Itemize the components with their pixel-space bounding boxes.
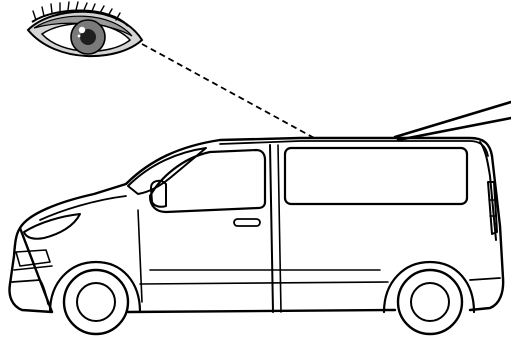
eyelashes <box>32 1 121 21</box>
van-rocker-line <box>139 281 389 285</box>
van-rear-wheel-arch <box>382 260 476 314</box>
sightline <box>141 43 317 140</box>
van-rear-pillar <box>479 141 497 241</box>
van-grille <box>15 249 51 267</box>
eye-pupil <box>80 29 96 45</box>
van-body-outline <box>8 136 505 314</box>
van-rear-side-window <box>283 146 469 206</box>
van-door-handle <box>233 218 261 227</box>
van-front-door-seam <box>269 144 274 313</box>
van-sliding-door-seam <box>277 144 282 313</box>
van-front-window <box>148 148 267 214</box>
eyelash-base <box>31 9 129 27</box>
van <box>8 136 505 314</box>
eye-highlight <box>78 26 86 34</box>
van-side-mirror <box>150 179 167 208</box>
roof-beam <box>393 100 511 142</box>
eye-highlight-small <box>77 34 81 38</box>
van-front-door-front-edge <box>137 209 143 303</box>
eye-lid-shadow <box>33 15 133 37</box>
van-hood-line <box>39 195 127 221</box>
van-front-bumper <box>11 279 49 305</box>
van-roof-line <box>219 140 489 157</box>
van-rear-wheel <box>396 268 464 336</box>
van-front-wheel <box>62 268 130 336</box>
van-windshield <box>127 147 207 195</box>
van-rear-bumper <box>469 277 501 281</box>
van-bumper-lower <box>13 265 53 271</box>
eye-icon <box>26 1 144 57</box>
van-front-wheel-arch <box>48 260 142 314</box>
van-headlight <box>23 213 81 240</box>
